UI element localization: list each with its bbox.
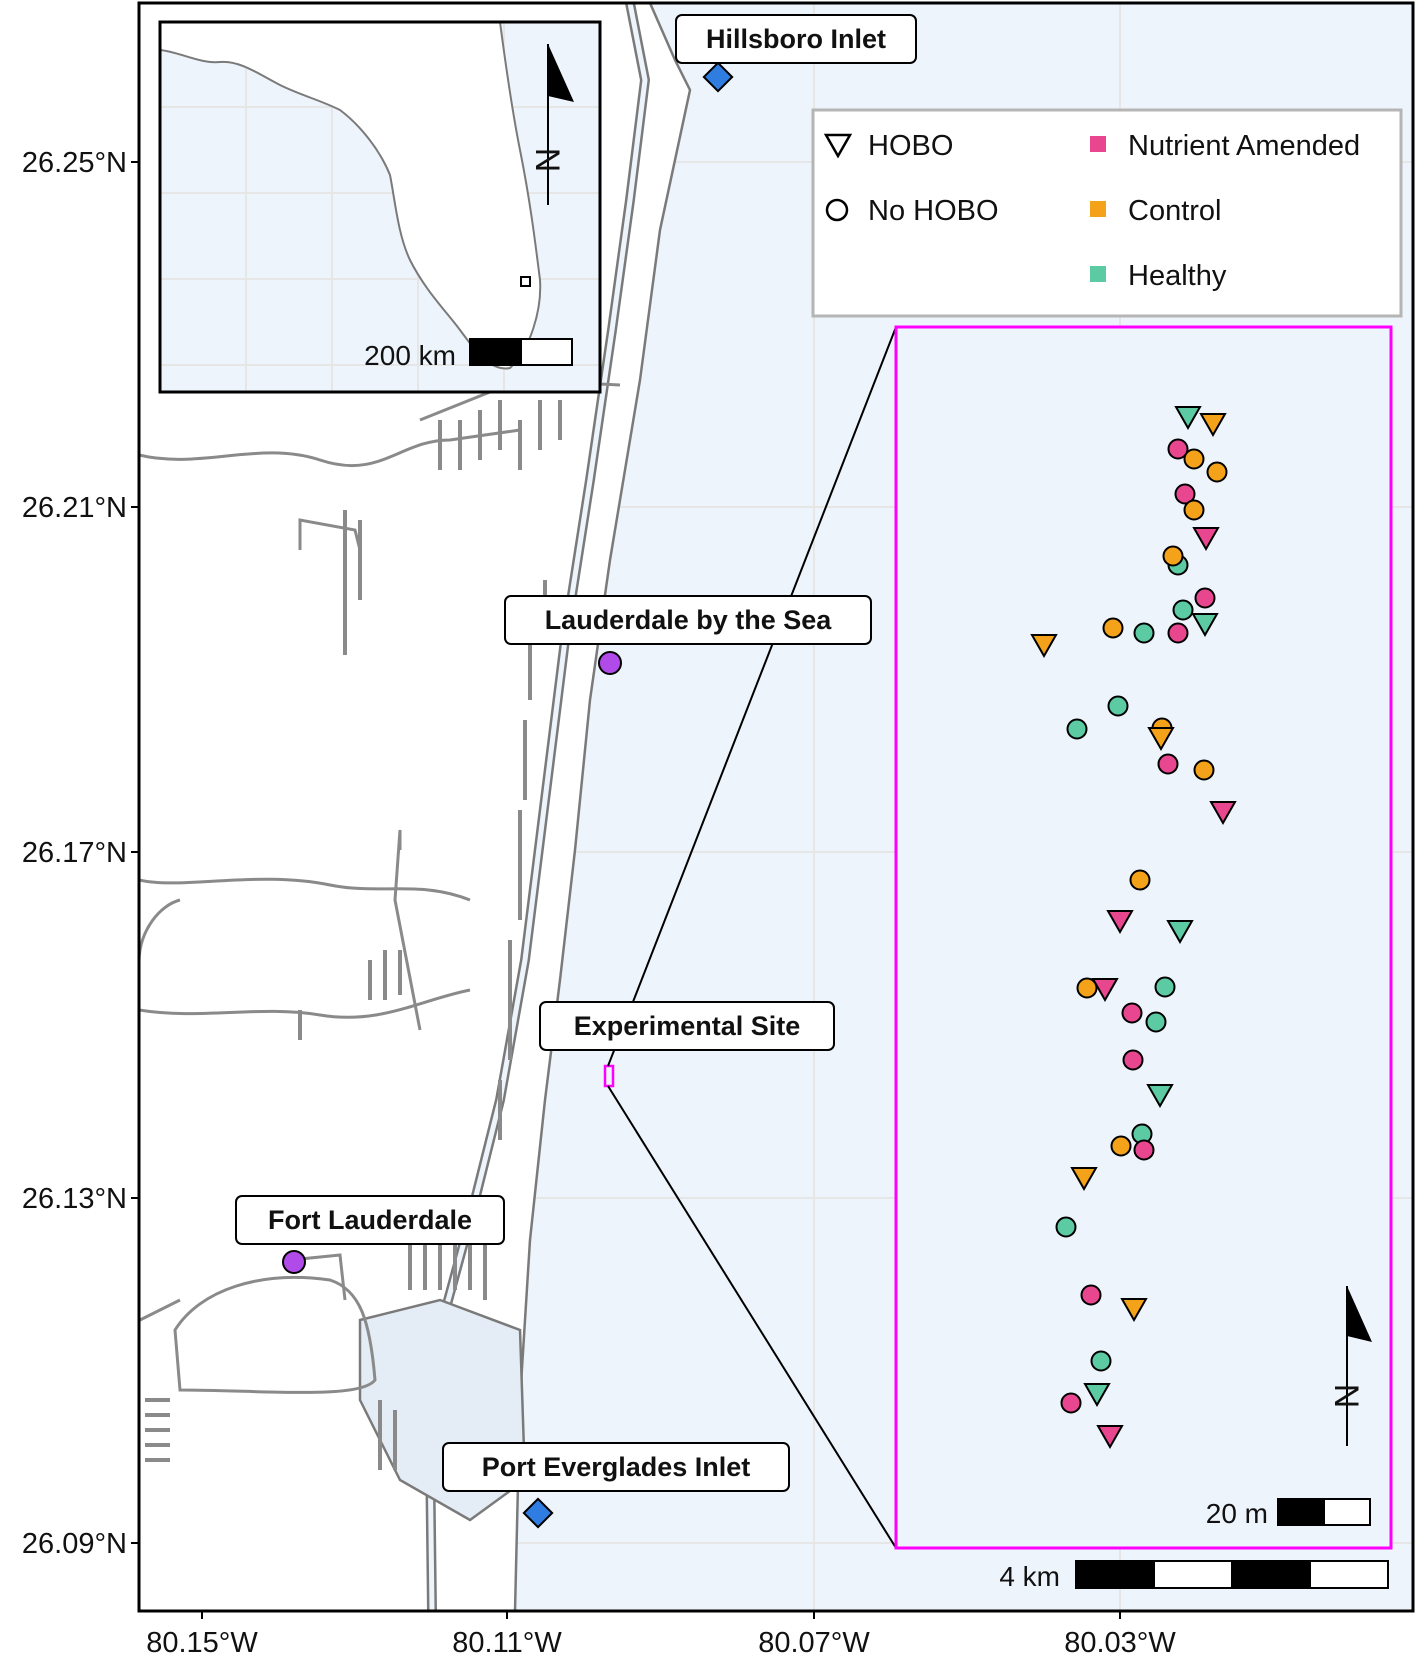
hillsboro-inlet-text: Hillsboro Inlet [706,24,886,54]
zoom-scale-label: 20 m [1206,1498,1268,1529]
fort-lauderdale-marker [282,1250,306,1274]
no-hobo-control-marker [1193,759,1215,781]
no-hobo-nutrient-amended-marker [1121,1002,1143,1024]
nutrient-amended-swatch [1090,136,1106,152]
hobo-control-marker [1070,1167,1098,1192]
y-axis: 26.25°N 26.21°N 26.17°N 26.13°N 26.09°N [22,147,139,1560]
hobo-nutrient-amended-marker [1091,978,1119,1003]
no-hobo-nutrient-amended-marker [1122,1049,1144,1071]
no-hobo-nutrient-amended-marker [1133,1139,1155,1161]
y-tick-label: 26.13°N [22,1183,127,1215]
legend-nutrient-amended-label: Nutrient Amended [1128,130,1360,162]
legend-healthy-label: Healthy [1128,260,1227,292]
hobo-triangle-icon [823,133,853,159]
main-scale-label: 4 km [999,1561,1060,1592]
zoom-north-arrow-icon: N [1327,1286,1372,1446]
florida-inset: N 200 km [158,20,602,394]
inset-north-arrow-icon: N [528,44,574,205]
hillsboro-inlet-marker [702,61,734,93]
hobo-control-marker [1147,727,1175,752]
experimental-site-text: Experimental Site [574,1011,801,1041]
no-hobo-nutrient-amended-marker [1167,622,1189,644]
no-hobo-nutrient-amended-marker [1060,1392,1082,1414]
y-tick-label: 26.17°N [22,837,127,869]
x-tick-label: 80.07°W [758,1627,870,1659]
y-tick-label: 26.21°N [22,492,127,524]
lauderdale-by-the-sea-label: Lauderdale by the Sea [504,595,872,645]
no-hobo-control-marker [1183,499,1205,521]
no-hobo-healthy-marker [1055,1216,1077,1238]
main-scale-bar: 4 km [999,1560,1389,1592]
port-everglades-inlet-text: Port Everglades Inlet [482,1452,751,1482]
y-tick-label: 26.09°N [22,1528,127,1560]
zoom-scale-bar: 20 m [1206,1498,1371,1529]
no-hobo-nutrient-amended-marker [1194,587,1216,609]
hobo-nutrient-amended-marker [1209,801,1237,826]
legend-hobo-label: HOBO [868,130,953,162]
zoom-connector-bottom [607,1085,897,1549]
x-axis: 80.15°W 80.11°W 80.07°W 80.03°W [146,1611,1176,1659]
no-hobo-nutrient-amended-marker [1167,438,1189,460]
no-hobo-healthy-marker [1154,976,1176,998]
no-hobo-nutrient-amended-marker [1157,753,1179,775]
hobo-control-marker [1199,413,1227,438]
no-hobo-control-marker [1076,977,1098,999]
no-hobo-control-marker [1110,1135,1132,1157]
hobo-nutrient-amended-marker [1096,1425,1124,1450]
fort-lauderdale-label: Fort Lauderdale [235,1195,505,1245]
no-hobo-control-marker [1206,461,1228,483]
lauderdale-by-the-sea-text: Lauderdale by the Sea [545,605,833,635]
no-hobo-control-marker [1129,869,1151,891]
no-hobo-control-marker [1183,448,1205,470]
hobo-healthy-marker [1146,1084,1174,1109]
main-map-frame [137,1,1415,1613]
hobo-healthy-marker [1191,613,1219,638]
hobo-control-marker [1030,634,1058,659]
zoom-connector-top [607,326,897,1067]
inset-scale-bar: 200 km [364,338,573,371]
no-hobo-healthy-marker [1145,1011,1167,1033]
hobo-healthy-marker [1174,406,1202,431]
x-tick-label: 80.03°W [1064,1627,1176,1659]
inset-site-locator [520,276,531,287]
x-tick-label: 80.15°W [146,1627,258,1659]
healthy-swatch [1090,266,1106,282]
no-hobo-control-marker [1102,617,1124,639]
hobo-nutrient-amended-marker [1192,527,1220,552]
legend-control-label: Control [1128,195,1222,227]
no-hobo-healthy-marker [1066,718,1088,740]
no-hobo-healthy-marker [1172,599,1194,621]
hobo-nutrient-amended-marker [1106,910,1134,935]
site-markers [1030,406,1237,1450]
no-hobo-healthy-marker [1090,1350,1112,1372]
no-hobo-nutrient-amended-marker [1080,1284,1102,1306]
lauderdale-by-the-sea-marker [598,651,622,675]
y-tick-label: 26.25°N [22,147,127,179]
hobo-healthy-marker [1166,920,1194,945]
legend: HOBO No HOBO Nutrient Amended Control He… [811,108,1403,318]
x-tick-label: 80.11°W [452,1627,562,1659]
florida-landmass [160,22,542,370]
site-zoom-panel: N 20 m [894,325,1393,1550]
no-hobo-control-marker [1162,545,1184,567]
experimental-site-label: Experimental Site [539,1001,835,1051]
no-hobo-healthy-marker [1133,622,1155,644]
fort-lauderdale-text: Fort Lauderdale [268,1205,472,1235]
no-hobo-circle-icon [825,198,849,222]
inset-scale-label: 200 km [364,340,456,371]
hobo-control-marker [1120,1298,1148,1323]
port-everglades-inlet-marker [522,1497,554,1529]
inset-north-label: N [528,148,566,173]
no-hobo-healthy-marker [1107,695,1129,717]
legend-no-hobo-label: No HOBO [868,195,999,227]
control-swatch [1090,201,1106,217]
no-hobo-nutrient-amended-marker [1174,483,1196,505]
port-everglades-inlet-label: Port Everglades Inlet [442,1442,790,1492]
hobo-healthy-marker [1083,1383,1111,1408]
hillsboro-inlet-label: Hillsboro Inlet [675,14,917,64]
zoom-north-label: N [1327,1384,1365,1409]
